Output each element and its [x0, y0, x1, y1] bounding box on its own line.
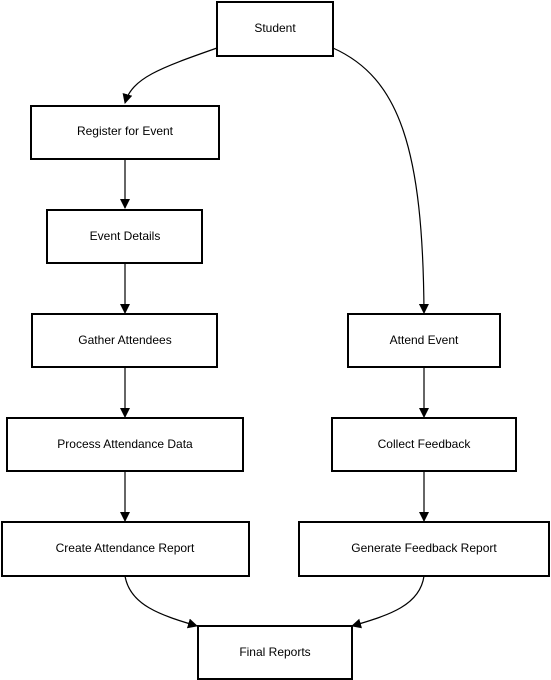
node-label: Collect Feedback: [378, 437, 472, 451]
node-label: Generate Feedback Report: [351, 541, 497, 555]
node-gather-attendees: Gather Attendees: [31, 313, 218, 368]
node-attend-event: Attend Event: [347, 313, 501, 368]
node-label: Register for Event: [77, 124, 174, 138]
node-final-reports: Final Reports: [197, 625, 353, 680]
edge-student-to-attend: [332, 47, 429, 314]
node-process-attendance-data: Process Attendance Data: [6, 417, 244, 472]
node-label: Gather Attendees: [78, 333, 171, 347]
edge-generate-to-final: [351, 575, 425, 629]
node-event-details: Event Details: [46, 209, 203, 264]
node-label: Student: [254, 21, 296, 35]
node-create-attendance-report: Create Attendance Report: [1, 521, 250, 577]
node-label: Attend Event: [390, 333, 459, 347]
edge-create-report-to-final: [124, 575, 198, 629]
node-label: Process Attendance Data: [57, 437, 193, 451]
node-label: Final Reports: [239, 645, 310, 659]
node-collect-feedback: Collect Feedback: [331, 417, 517, 472]
node-label: Create Attendance Report: [56, 541, 195, 555]
node-generate-feedback-report: Generate Feedback Report: [298, 521, 550, 577]
node-student: Student: [216, 1, 334, 57]
node-register-for-event: Register for Event: [30, 105, 220, 160]
edge-student-to-register: [122, 47, 218, 104]
node-label: Event Details: [90, 229, 161, 243]
